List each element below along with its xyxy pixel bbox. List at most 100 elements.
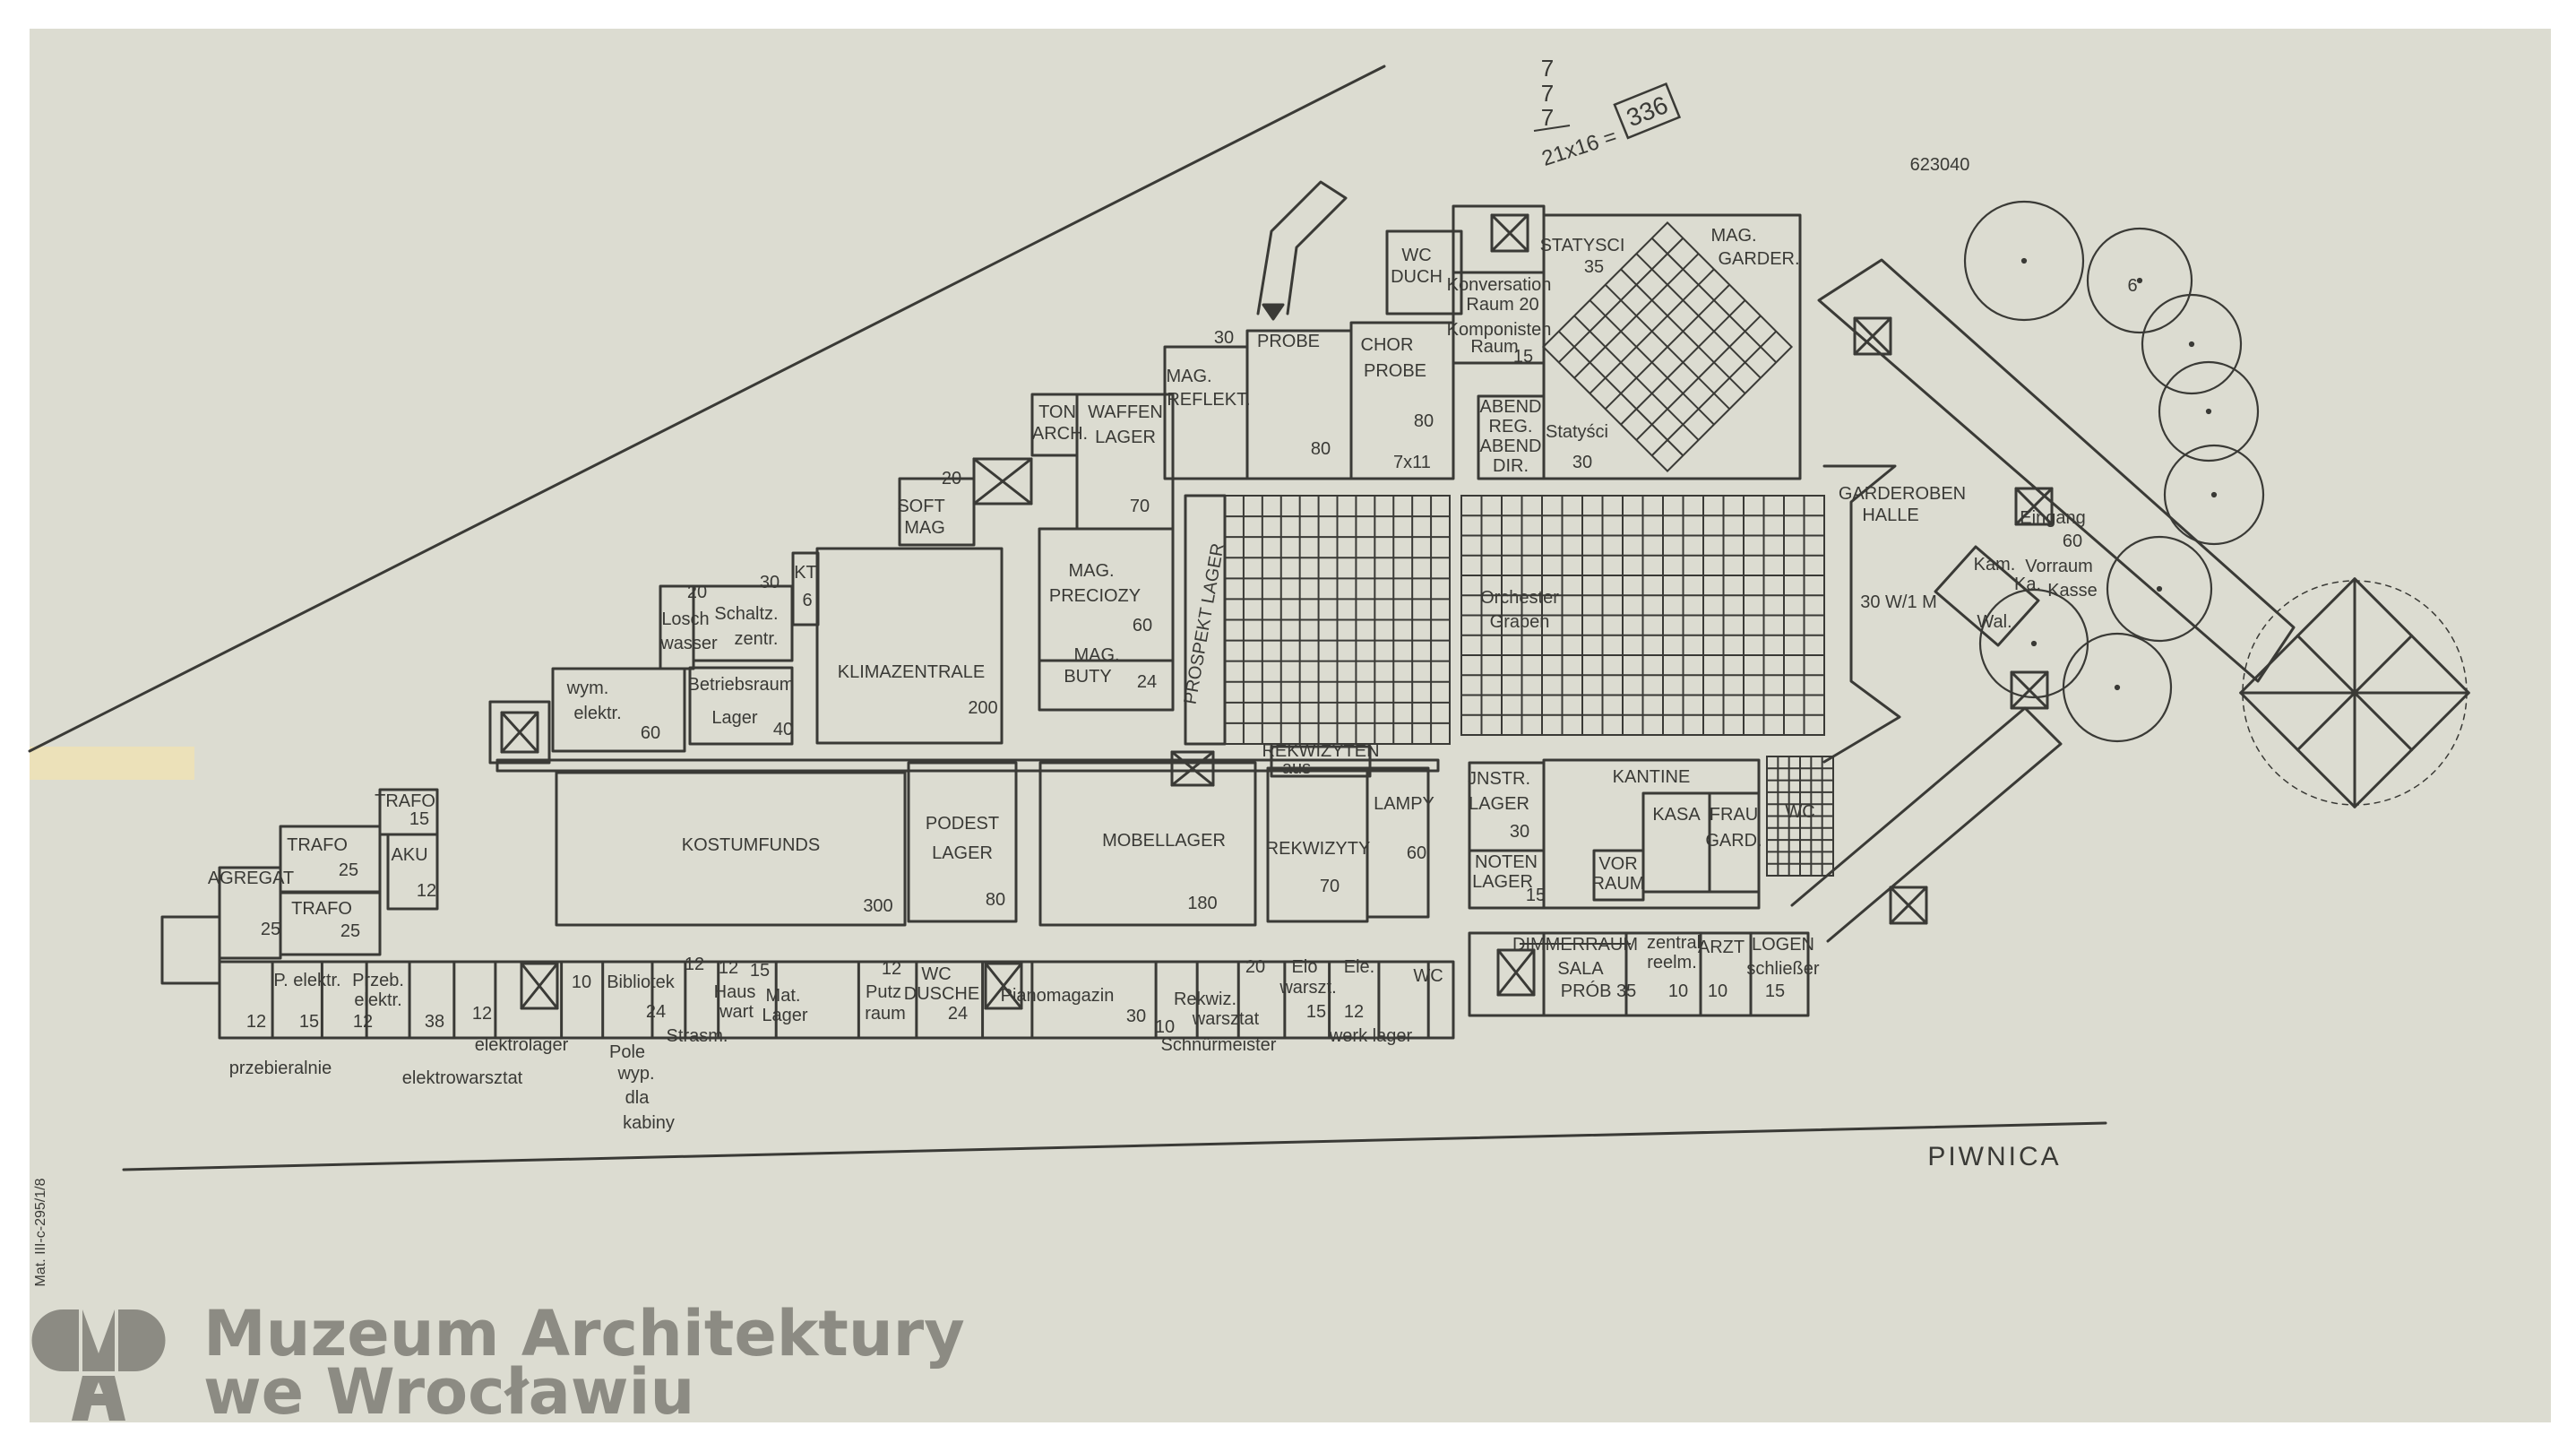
room-label: 15 bbox=[1513, 347, 1533, 367]
room-label: FRAU bbox=[1710, 805, 1758, 825]
room-label: 30 bbox=[1510, 822, 1529, 842]
tree-center bbox=[2205, 408, 2212, 415]
room-outline bbox=[1468, 931, 1810, 1017]
tree-center bbox=[2210, 491, 2218, 498]
room-label: 35 bbox=[1584, 257, 1604, 277]
room-label: 25 bbox=[261, 920, 280, 939]
room-label: SALA bbox=[1557, 959, 1604, 979]
room-label: 80 bbox=[1311, 439, 1331, 459]
room-label: 30 bbox=[1214, 328, 1234, 348]
elevator-cross bbox=[1496, 948, 1536, 997]
room-label: Pole bbox=[609, 1042, 645, 1062]
room-label: 12 bbox=[719, 958, 738, 978]
room-label: LOGEN bbox=[1752, 935, 1814, 955]
room-label: 20 bbox=[687, 583, 707, 602]
room-label: LAMPY bbox=[1374, 794, 1434, 814]
tree-center bbox=[2114, 684, 2121, 691]
room-label: Elo bbox=[1292, 957, 1318, 977]
room-label: WC bbox=[1785, 802, 1814, 822]
room-outline bbox=[1366, 766, 1430, 919]
room-label: AKU bbox=[391, 845, 427, 865]
room-label: Statyści bbox=[1546, 422, 1608, 442]
room-label: STATYSCI bbox=[1540, 236, 1625, 255]
adhesive-tape bbox=[30, 747, 194, 780]
room-label: kabiny bbox=[623, 1113, 675, 1133]
room-label: warszt. bbox=[1279, 978, 1336, 998]
room-label: KT bbox=[794, 563, 817, 583]
room-label: PROBE bbox=[1364, 361, 1426, 381]
room-label: Eingang bbox=[2020, 508, 2085, 528]
room-label: wart bbox=[719, 1002, 754, 1022]
calc-line: 7 bbox=[1541, 80, 1554, 107]
room-label: MAG. bbox=[1166, 367, 1211, 386]
room-label: ABEND bbox=[1480, 397, 1542, 417]
room-label: 30 bbox=[1126, 1007, 1146, 1026]
room-label: 30 bbox=[760, 573, 780, 592]
room-label: 12 bbox=[246, 1012, 266, 1032]
room-label: REFLEKT. bbox=[1167, 390, 1250, 410]
room-label: Schnürmeister bbox=[1161, 1035, 1277, 1055]
room-label: 6 bbox=[802, 591, 812, 610]
room-label: wym. bbox=[566, 678, 609, 698]
room-label: 7x11 bbox=[1393, 453, 1431, 472]
room-label: LAGER bbox=[1469, 794, 1529, 814]
room-label: TRAFO bbox=[291, 899, 352, 919]
room-label: AGREGAT bbox=[208, 869, 294, 888]
room-outline bbox=[279, 890, 382, 956]
chimney-duct bbox=[1256, 180, 1348, 315]
room-outline bbox=[1038, 659, 1175, 712]
elevator-cross bbox=[500, 711, 539, 754]
calc-underline bbox=[1533, 125, 1571, 132]
room-label: elektr. bbox=[354, 990, 401, 1010]
entrance-wing bbox=[1817, 258, 2296, 683]
archive-mark: Mat. III-c-295/1/8 bbox=[33, 1178, 48, 1286]
room-label: Raum 20 bbox=[1466, 295, 1538, 315]
tree-circle bbox=[2163, 444, 2265, 546]
room-label: MAG bbox=[904, 518, 945, 538]
room-label: P. elektr. bbox=[273, 971, 340, 990]
elevator-cross bbox=[520, 962, 559, 1010]
tree-circle bbox=[2086, 227, 2193, 334]
room-outline bbox=[898, 477, 976, 547]
entrance-wing-lower bbox=[1790, 706, 2063, 943]
room-label: Graben bbox=[1490, 612, 1550, 632]
room-label: 180 bbox=[1187, 894, 1217, 913]
room-label: Schaltz. bbox=[714, 604, 778, 624]
grid-line bbox=[1650, 238, 1777, 364]
room-label: Putz bbox=[866, 982, 901, 1002]
room-label: wyp. bbox=[616, 1064, 654, 1084]
pavilion-cross bbox=[2239, 577, 2470, 808]
room-label: 24 bbox=[646, 1002, 666, 1022]
room-label: BUTY bbox=[1064, 667, 1111, 687]
room-label: dla bbox=[625, 1088, 650, 1108]
room-label: DUSCHE bbox=[904, 984, 979, 1004]
room-label: Lager bbox=[762, 1006, 807, 1025]
room-label: ABEND bbox=[1480, 436, 1542, 456]
room-label: Haus bbox=[714, 982, 756, 1002]
room-label: SOFT bbox=[897, 497, 944, 516]
elevator-cross bbox=[2010, 670, 2049, 710]
cloakroom-booths bbox=[1934, 545, 2040, 647]
room-label: LAGER bbox=[932, 843, 993, 863]
room-label: 12 bbox=[685, 955, 704, 974]
room-outline bbox=[907, 761, 1018, 923]
room-label: 80 bbox=[1414, 411, 1434, 431]
grid-line bbox=[1558, 330, 1684, 456]
room-label: WC bbox=[1401, 246, 1431, 265]
elevator-symbol bbox=[1853, 316, 1892, 356]
room-outline bbox=[160, 915, 221, 985]
room-label: 15 bbox=[409, 809, 429, 829]
room-label: 30 W/1 M bbox=[1860, 592, 1937, 612]
hall-outline bbox=[1822, 464, 1901, 764]
elevator-symbol bbox=[520, 962, 559, 1010]
room-label: Raum bbox=[1470, 337, 1518, 357]
arrow-icon bbox=[1262, 303, 1285, 321]
room-label: Losch bbox=[661, 609, 709, 629]
room-outline bbox=[815, 547, 1004, 745]
room-label: DIR. bbox=[1493, 456, 1529, 476]
room-label: TRAFO bbox=[375, 791, 435, 811]
room-label: WAFFEN bbox=[1088, 402, 1163, 422]
room-label: 70 bbox=[1130, 497, 1150, 516]
room-label: TON bbox=[1038, 402, 1076, 422]
room-label: Bibliotek bbox=[607, 972, 676, 992]
